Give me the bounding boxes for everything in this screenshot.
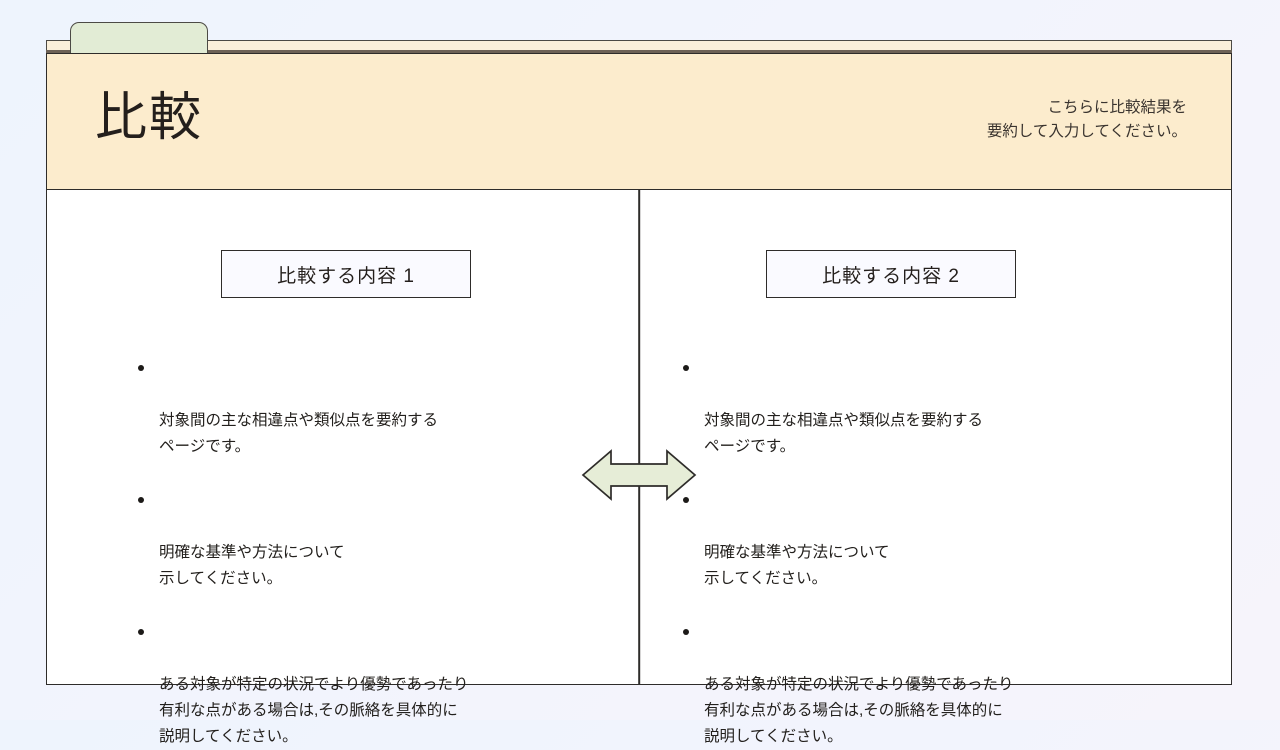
comparison-column-right: 比較する内容 2 対象間の主な相違点や類似点を要約する ページです。 明確な基準… [639, 190, 1231, 745]
list-item-text: 明確な基準や方法について 示してください。 [704, 544, 890, 588]
comparison-label-box-1[interactable]: 比較する内容 1 [221, 250, 471, 298]
bullet-dot-icon [138, 629, 144, 636]
bullet-dot-icon [683, 497, 689, 504]
list-item[interactable]: 対象間の主な相違点や類似点を要約する ページです。 [683, 356, 1123, 460]
bullet-dot-icon [683, 629, 689, 636]
comparison-column-left: 比較する内容 1 対象間の主な相違点や類似点を要約する ページです。 明確な基準… [47, 190, 639, 745]
list-item[interactable]: 明確な基準や方法について 示してください。 [138, 488, 578, 592]
list-item[interactable]: ある対象が特定の状況でより優勢であったり 有利な点がある場合は,その脈絡を具体的… [138, 620, 578, 750]
list-item[interactable]: ある対象が特定の状況でより優勢であったり 有利な点がある場合は,その脈絡を具体的… [683, 620, 1123, 750]
folder-tab[interactable] [70, 22, 208, 54]
slide-header: 比較 こちらに比較結果を 要約して入力してください。 [47, 54, 1231, 190]
list-item-text: ある対象が特定の状況でより優勢であったり 有利な点がある場合は,その脈絡を具体的… [704, 676, 1014, 746]
folder-lip-shadow [46, 50, 1232, 55]
bullet-list-left: 対象間の主な相違点や類似点を要約する ページです。 明確な基準や方法について 示… [138, 356, 578, 750]
bullet-dot-icon [138, 365, 144, 371]
bullet-list-right: 対象間の主な相違点や類似点を要約する ページです。 明確な基準や方法について 示… [683, 356, 1123, 750]
slide-body: 比較する内容 1 対象間の主な相違点や類似点を要約する ページです。 明確な基準… [47, 190, 1231, 745]
double-headed-arrow-icon[interactable] [581, 449, 697, 501]
comparison-label-box-2[interactable]: 比較する内容 2 [766, 250, 1016, 298]
list-item-text: ある対象が特定の状況でより優勢であったり 有利な点がある場合は,その脈絡を具体的… [159, 676, 469, 746]
page-title: 比較 [95, 89, 204, 147]
slide-card: 比較 こちらに比較結果を 要約して入力してください。 比較する内容 1 対象間の… [46, 53, 1232, 745]
list-item-text: 対象間の主な相違点や類似点を要約する ページです。 [159, 412, 439, 456]
list-item[interactable]: 対象間の主な相違点や類似点を要約する ページです。 [138, 356, 578, 460]
header-note[interactable]: こちらに比較結果を 要約して入力してください。 [986, 99, 1187, 141]
column-divider [638, 190, 640, 684]
list-item-text: 明確な基準や方法について 示してください。 [159, 544, 345, 588]
bullet-dot-icon [683, 365, 689, 371]
slide-stage: 比較 こちらに比較結果を 要約して入力してください。 比較する内容 1 対象間の… [46, 22, 1232, 745]
list-item-text: 対象間の主な相違点や類似点を要約する ページです。 [704, 412, 984, 456]
bullet-dot-icon [138, 497, 144, 504]
list-item[interactable]: 明確な基準や方法について 示してください。 [683, 488, 1123, 592]
